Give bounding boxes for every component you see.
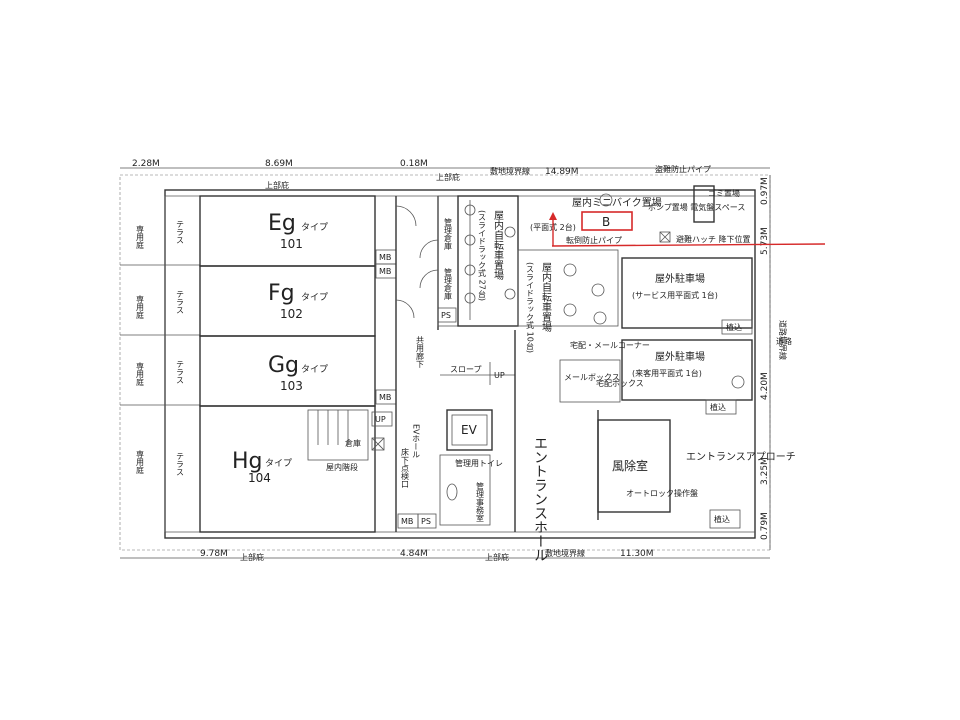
- mb-3: MB: [379, 393, 391, 402]
- bike-b-detail: (スライドラック式 10台): [526, 262, 535, 353]
- parking-service-title: 屋外駐車場: [655, 272, 705, 285]
- storage-2-label: 管理倉庫: [444, 267, 453, 301]
- warehouse-label: 倉庫: [345, 438, 361, 448]
- bike-b-title: 屋内自転車置場: [540, 262, 552, 333]
- slope-label: スロープ: [450, 365, 482, 374]
- dim-bottom-left: 9.78M: [200, 549, 228, 559]
- bike-a-detail: (スライドラック式 27台): [478, 210, 487, 301]
- dim-bottom-mid: 4.84M: [400, 549, 428, 559]
- entrance-approach-label: エントランスアプローチ: [686, 451, 796, 463]
- annotation-pointer-horizontal: [551, 243, 826, 247]
- pump-label: ポンプ置場 電気盤スペース: [648, 202, 745, 212]
- mgmt-toilet-label: 管理用トイレ: [455, 458, 503, 468]
- mb-4: MB: [401, 517, 413, 526]
- road-mark: 道路: [776, 336, 792, 346]
- planting-1: 植込: [726, 322, 742, 332]
- garden-101: 専用庭: [136, 224, 145, 250]
- dim-top-small: 0.18M: [400, 159, 428, 169]
- management-block: [439, 454, 491, 526]
- road-boundary-label: 道路境界線: [778, 320, 788, 360]
- planting-2: 植込: [710, 402, 726, 412]
- anti-theft-pipe-label: 盗難防止パイプ: [655, 164, 711, 174]
- eave-top-label: 上部庇: [265, 180, 289, 190]
- unit-103-number: 103: [280, 379, 303, 393]
- parking-visitor: [621, 339, 753, 401]
- minibike-title: 屋内ミニバイク置場: [572, 196, 662, 209]
- unit-102-name: Fg: [268, 281, 295, 306]
- unit-101-number: 101: [280, 237, 303, 251]
- bottom-boundary-label: 敷地境界線: [545, 548, 585, 558]
- entrance-hall-label: エントランスホール: [532, 436, 548, 562]
- mb-1: MB: [379, 253, 391, 262]
- bike-parking-a: [457, 195, 519, 327]
- annotation-label: B: [602, 215, 610, 229]
- ps-2: PS: [421, 517, 431, 526]
- mail-box-label: メールボックス: [564, 373, 620, 382]
- eave-bottom-mid-label: 上部庇: [485, 552, 509, 562]
- parking-service: [621, 257, 753, 329]
- unit-101-name: Eg: [268, 211, 296, 236]
- autolock-label: オートロック操作盤: [626, 488, 698, 498]
- top-boundary-label: 敷地境界線: [490, 166, 530, 176]
- annotation-arrow-up: [549, 212, 557, 220]
- dim-right-5: 0.79M: [760, 512, 770, 540]
- indoor-stairs-label: 屋内階段: [326, 462, 358, 472]
- delivery-corner-label: 宅配・メールコーナー: [570, 340, 650, 350]
- terrace-104: テラス: [176, 452, 185, 476]
- up-label-2: UP: [375, 415, 386, 424]
- unit-104-number: 104: [248, 471, 271, 485]
- windbreak-room: [597, 419, 671, 513]
- dim-right-1: 0.97M: [760, 177, 770, 205]
- dim-right-3: 4.20M: [760, 372, 770, 400]
- bike-a-title: 屋内自転車置場: [492, 210, 504, 281]
- storage-1-label: 管理倉庫: [444, 217, 453, 251]
- parking-service-detail: (サービス用平面式 1台): [632, 290, 718, 300]
- delivery-corner: [559, 359, 621, 403]
- evac-hatch-label: 避難ハッチ 降下位置: [676, 234, 751, 244]
- bike-parking-b: [517, 249, 619, 327]
- inspection-label: 床下点検口: [401, 447, 410, 488]
- windbreak-label: 風除室: [612, 458, 648, 473]
- storage-block: [437, 195, 459, 327]
- unit-104-name: Hg: [232, 449, 263, 474]
- planting-3: 植込: [714, 514, 730, 524]
- garden-104: 専用庭: [136, 449, 145, 475]
- unit-103-name: Gg: [268, 353, 299, 378]
- terrace-101: テラス: [176, 220, 185, 244]
- eave-top2-label: 上部庇: [436, 172, 460, 182]
- garbage-label: ゴミ置場: [708, 188, 740, 198]
- ev-label: EV: [461, 423, 478, 437]
- garden-103: 専用庭: [136, 361, 145, 387]
- eave-bottom-left-label: 上部庇: [240, 552, 264, 562]
- fall-prevention-label: 転倒防止パイプ: [566, 235, 622, 245]
- parking-visitor-detail: (来客用平面式 1台): [632, 368, 702, 378]
- ev-hall-label: EVホール: [412, 424, 421, 459]
- dim-top-mid: 8.69M: [265, 159, 293, 169]
- corridor-label: 共用廊下: [416, 336, 425, 369]
- mb-2: MB: [379, 267, 391, 276]
- unit-102-type: タイプ: [301, 292, 328, 303]
- annotation-box: [581, 211, 633, 231]
- parking-visitor-title: 屋外駐車場: [655, 350, 705, 363]
- unit-101-type: タイプ: [301, 222, 328, 233]
- mgmt-office-label: 管理事務室: [476, 481, 485, 522]
- unit-102-number: 102: [280, 307, 303, 321]
- terrace-102: テラス: [176, 290, 185, 314]
- dim-top-left: 2.28M: [132, 159, 160, 169]
- terrace-103: テラス: [176, 360, 185, 384]
- dim-right-4: 3.25M: [760, 457, 770, 485]
- delivery-box-label: 宅配ボックス: [596, 378, 644, 388]
- garden-102: 専用庭: [136, 294, 145, 320]
- dim-top-right: 14.89M: [545, 167, 579, 177]
- unit-103-type: タイプ: [301, 364, 328, 375]
- dim-right-2: 5.73M: [760, 227, 770, 255]
- dim-bottom-right: 11.30M: [620, 549, 654, 559]
- ev-shaft: [446, 409, 493, 451]
- ps-1: PS: [441, 311, 451, 320]
- up-label-1: UP: [494, 371, 505, 380]
- unit-104-type: タイプ: [265, 458, 292, 469]
- unit-104-outline: [199, 405, 376, 533]
